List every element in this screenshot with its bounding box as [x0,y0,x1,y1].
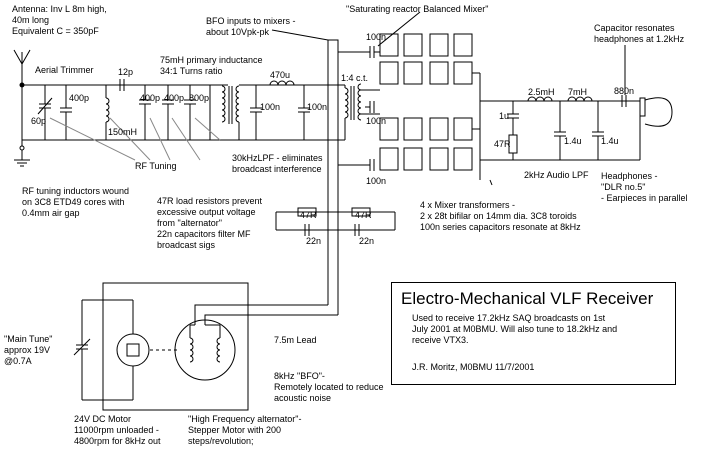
c400p-c-label: 400p [164,93,185,103]
c14u-a-label: 1.4u [564,136,582,146]
mixer-capacitor-bot [365,159,375,171]
capacitor-22n-b [354,224,360,236]
c14u-b-label: 1.4u [601,136,619,146]
main-tune-capacitor [73,299,103,401]
dc-motor-label: 24V DC Motor 11000rpm unloaded - 4800rpm… [74,414,161,446]
antenna-label: Antenna: Inv L 8m high, 40m long Equival… [12,4,107,36]
headphones-label: Headphones - "DLR no.5" - Earpieces in p… [601,171,688,203]
bfo-remote-label: 8kHz "BFO"- Remotely located to reduce a… [274,371,384,403]
aerial-trimmer-capacitor [37,85,53,140]
inductor-2-5mh [527,96,553,102]
rf-tuning-gang-lines [49,117,221,161]
capacitor-1-4u-b [592,101,604,160]
lpf30k-label: 30kHzLPF - eliminates broadcast interfer… [232,153,323,174]
mixer-capacitor-mid [365,101,375,113]
ct-transformer [330,83,362,141]
capacitor-12p [119,79,125,91]
c100n-top-label: 100n [366,32,387,42]
capacitor-800p [184,85,196,140]
r47r-b-label: 47R [355,210,372,220]
resistor-47r-a [297,207,317,217]
c100n-a-label: 100n [260,102,281,112]
capacitor-resonates-label: Capacitor resonates headphones at 1.2kHz [594,23,685,44]
headphones-symbol [639,97,673,160]
motor-alternator-enclosure [102,282,249,411]
capacitor-400p-b [139,85,151,140]
lead-label: 7.5m Lead [274,335,317,345]
capacitor-1-4u-a [554,101,566,160]
resistor-47r [508,134,518,160]
resistor-47r-b [351,207,371,217]
inductor-150mh [105,85,110,140]
diagram-author: J.R. Moritz, M0BMU 11/7/2001 [412,362,535,372]
c60p-label: 60p [31,116,47,126]
c1u-label: 1u [499,111,510,121]
antenna-symbol [13,49,31,85]
mixer-title-label: "Saturating reactor Balanced Mixer" [346,4,489,14]
aerial-trimmer-label: Aerial Trimmer [35,65,94,75]
c400p-a-label: 400p [69,93,90,103]
inductor-470u [269,80,295,86]
inductor-7mh [567,96,593,102]
load-resistors-label: 47R load resistors prevent excessive out… [157,196,263,250]
c800p-label: 800p [189,93,210,103]
c400p-b-label: 400p [140,93,161,103]
ct-label: 1:4 c.t. [341,73,369,83]
r47r-a-label: 47R [300,210,317,220]
capacitor-400p-c [162,85,174,140]
c100n-mid-label: 100n [366,116,387,126]
c880n-label: 880n [614,86,635,96]
mixer-capacitor-top [365,46,380,58]
c100n-b-label: 100n [307,102,328,112]
capacitor-1u [507,101,519,135]
l470u-label: 470u [270,70,291,80]
diagram-description: Used to receive 17.2kHz SAQ broadcasts o… [412,313,618,345]
l150mh-label: 150mH [108,127,138,137]
c12p-label: 12p [118,67,134,77]
mixer-transformers-label: 4 x Mixer transformers - 2 x 28t bifilar… [420,200,581,232]
rf-tuning-label: RF Tuning [135,161,177,171]
capacitor-22n-a [304,224,310,236]
capacitor-100n-b [298,85,310,140]
ground-symbol [14,150,30,167]
rf-inductors-label: RF tuning inductors wound on 3C8 ETD49 c… [22,186,130,218]
title-block: Electro-Mechanical VLF Receiver Used to … [391,282,676,385]
audio-lpf-label: 2kHz Audio LPF [524,170,589,180]
dc-motor-symbol [103,299,150,401]
c22n-b-label: 22n [359,236,375,246]
r47r-label: 47R [494,139,511,149]
diagram-title: Electro-Mechanical VLF Receiver [401,289,654,308]
capacitor-100n-a [250,85,262,140]
primary-label: 75mH primary inductance 34:1 Turns ratio [160,55,263,76]
main-tune-label: "Main Tune" approx 19V @0.7A [4,334,53,366]
input-transformer [221,85,240,124]
c100n-bot-label: 100n [366,176,387,186]
c22n-a-label: 22n [306,236,322,246]
bfo-inputs-label: BFO inputs to mixers - about 10Vpk-pk [206,16,296,37]
l25mh-label: 2.5mH [528,87,555,97]
hf-alternator-label: "High Frequency alternator"- Stepper Mot… [188,414,302,446]
l7mh-label: 7mH [568,87,588,97]
stepper-alternator-symbol [174,319,236,381]
mixer-transformers [361,33,510,171]
